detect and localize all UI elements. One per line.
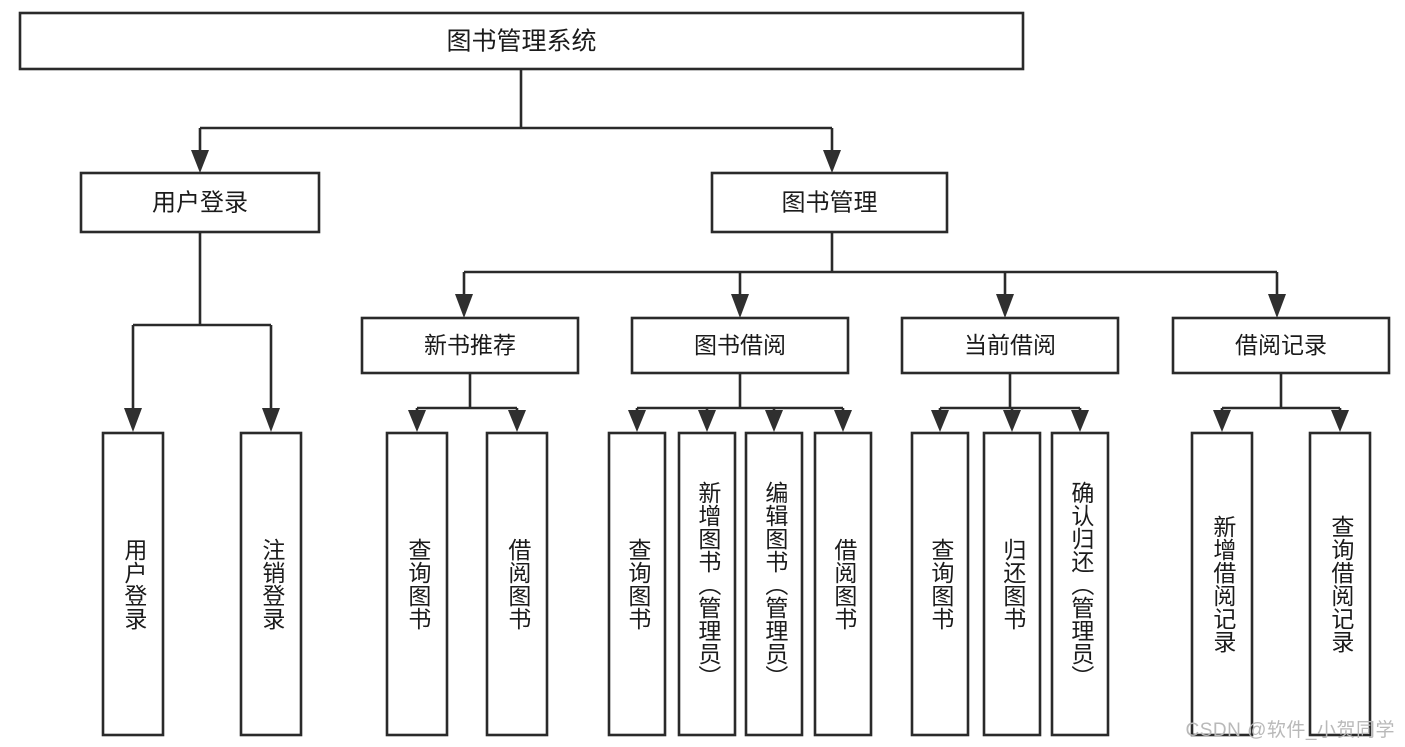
arrow-bm-to-recommend [455, 294, 473, 318]
node-root-label: 图书管理系统 [446, 28, 596, 56]
arrow-bm-to-record [1268, 294, 1286, 318]
node-book-manage[interactable]: 图书管理 [710, 171, 949, 234]
arrow-current-leaf-3 [1071, 410, 1089, 432]
leaf-query-book-borrow-box[interactable] [607, 431, 667, 737]
leaf-query-book-recommend-box[interactable] [385, 431, 449, 737]
arrow-recommend-leaf-2 [508, 410, 526, 432]
node-user-login-label: 用户登录 [152, 189, 248, 216]
arrow-borrow-leaf-1 [628, 410, 646, 432]
arrow-recommend-leaf-1 [408, 410, 426, 432]
arrow-record-leaf-2 [1331, 410, 1349, 432]
connector-layer [124, 69, 1349, 432]
leaf-query-borrow-record-box[interactable] [1308, 431, 1372, 737]
csdn-watermark: CSDN @软件_小贺同学 [1185, 720, 1395, 741]
arrow-user-login-leaf-1 [124, 408, 142, 432]
arrow-record-leaf-1 [1213, 410, 1231, 432]
node-current-borrow-label: 当前借阅 [964, 332, 1056, 358]
leaf-query-book-current-box[interactable] [910, 431, 970, 737]
node-borrow-record-label: 借阅记录 [1235, 332, 1327, 358]
leaf-box-layer [101, 431, 1372, 737]
node-borrow-record[interactable]: 借阅记录 [1171, 316, 1391, 375]
node-user-login[interactable]: 用户登录 [79, 171, 321, 234]
arrow-root-to-book-manage [823, 150, 841, 173]
arrow-root-to-user-login [191, 150, 209, 173]
arrow-borrow-leaf-4 [834, 410, 852, 432]
node-user-login-box[interactable] [79, 171, 321, 234]
leaf-confirm-return-admin-box[interactable] [1050, 431, 1110, 737]
node-current-borrow[interactable]: 当前借阅 [900, 316, 1120, 375]
arrow-current-leaf-2 [1003, 410, 1021, 432]
node-new-book-recommend-box[interactable] [360, 316, 580, 375]
node-borrow-record-box[interactable] [1171, 316, 1391, 375]
node-new-book-recommend[interactable]: 新书推荐 [360, 316, 580, 375]
leaf-add-borrow-record-box[interactable] [1190, 431, 1254, 737]
leaf-logout-login-box[interactable] [239, 431, 303, 737]
node-book-borrow-label: 图书借阅 [694, 332, 786, 358]
arrow-user-login-leaf-2 [262, 408, 280, 432]
arrow-borrow-leaf-3 [765, 410, 783, 432]
node-book-manage-label: 图书管理 [782, 189, 878, 216]
node-book-borrow[interactable]: 图书借阅 [630, 316, 850, 375]
leaf-add-book-admin-box[interactable] [677, 431, 737, 737]
node-root[interactable]: 图书管理系统 [18, 11, 1025, 71]
leaf-user-login-box[interactable] [101, 431, 165, 737]
node-current-borrow-box[interactable] [900, 316, 1120, 375]
arrow-borrow-leaf-2 [698, 410, 716, 432]
leaf-edit-book-admin-box[interactable] [744, 431, 804, 737]
node-new-book-recommend-label: 新书推荐 [424, 332, 516, 358]
arrow-bm-to-current [996, 294, 1014, 318]
leaf-borrow-book-recommend-box[interactable] [485, 431, 549, 737]
leaf-borrow-book-box[interactable] [813, 431, 873, 737]
node-book-borrow-box[interactable] [630, 316, 850, 375]
arrow-current-leaf-1 [931, 410, 949, 432]
leaf-return-book-box[interactable] [982, 431, 1042, 737]
node-book-manage-box[interactable] [710, 171, 949, 234]
arrow-bm-to-borrow [731, 294, 749, 318]
node-root-box[interactable] [18, 11, 1025, 71]
